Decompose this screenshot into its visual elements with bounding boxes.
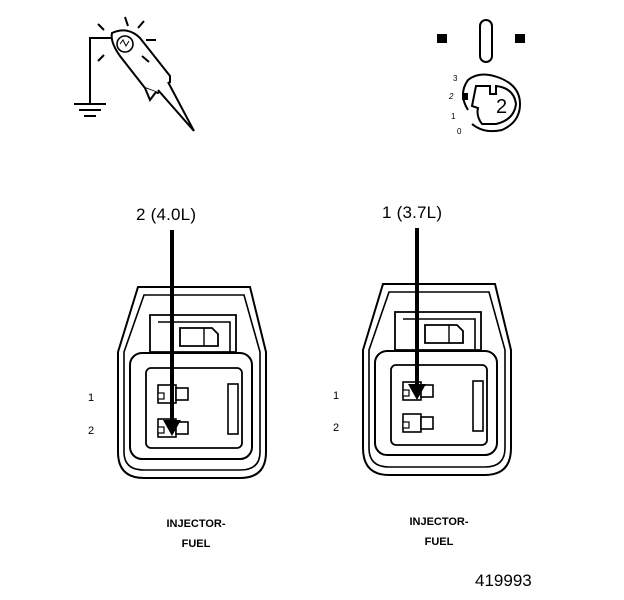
connector-left-pin-label-2: 2 [88, 425, 95, 437]
dial-position-1: 1 [451, 112, 456, 121]
dial-position-0: 0 [457, 127, 462, 136]
connector-right-pin-label-2: 2 [333, 422, 340, 434]
connector-right-name: INJECTOR- FUEL [389, 512, 489, 552]
figure-number: 419993 [475, 571, 532, 590]
connector-left-name-line2: FUEL [181, 538, 211, 550]
connector-left-name: INJECTOR- FUEL [146, 514, 246, 554]
connector-right-pin-label-1: 1 [333, 390, 340, 402]
connector-right-pin-callout: 1 (3.7L) [382, 203, 443, 222]
connector-right-name-line1: INJECTOR- [409, 516, 469, 528]
connector-left-pin-label-1: 1 [88, 392, 95, 404]
key-position-label: 2 [496, 96, 508, 118]
dial-position-2: 2 [449, 92, 454, 101]
connector-right-name-line2: FUEL [424, 536, 454, 548]
dial-position-3: 3 [453, 74, 458, 83]
connector-left-name-line1: INJECTOR- [166, 518, 226, 530]
connector-left-pin-callout: 2 (4.0L) [136, 205, 197, 224]
